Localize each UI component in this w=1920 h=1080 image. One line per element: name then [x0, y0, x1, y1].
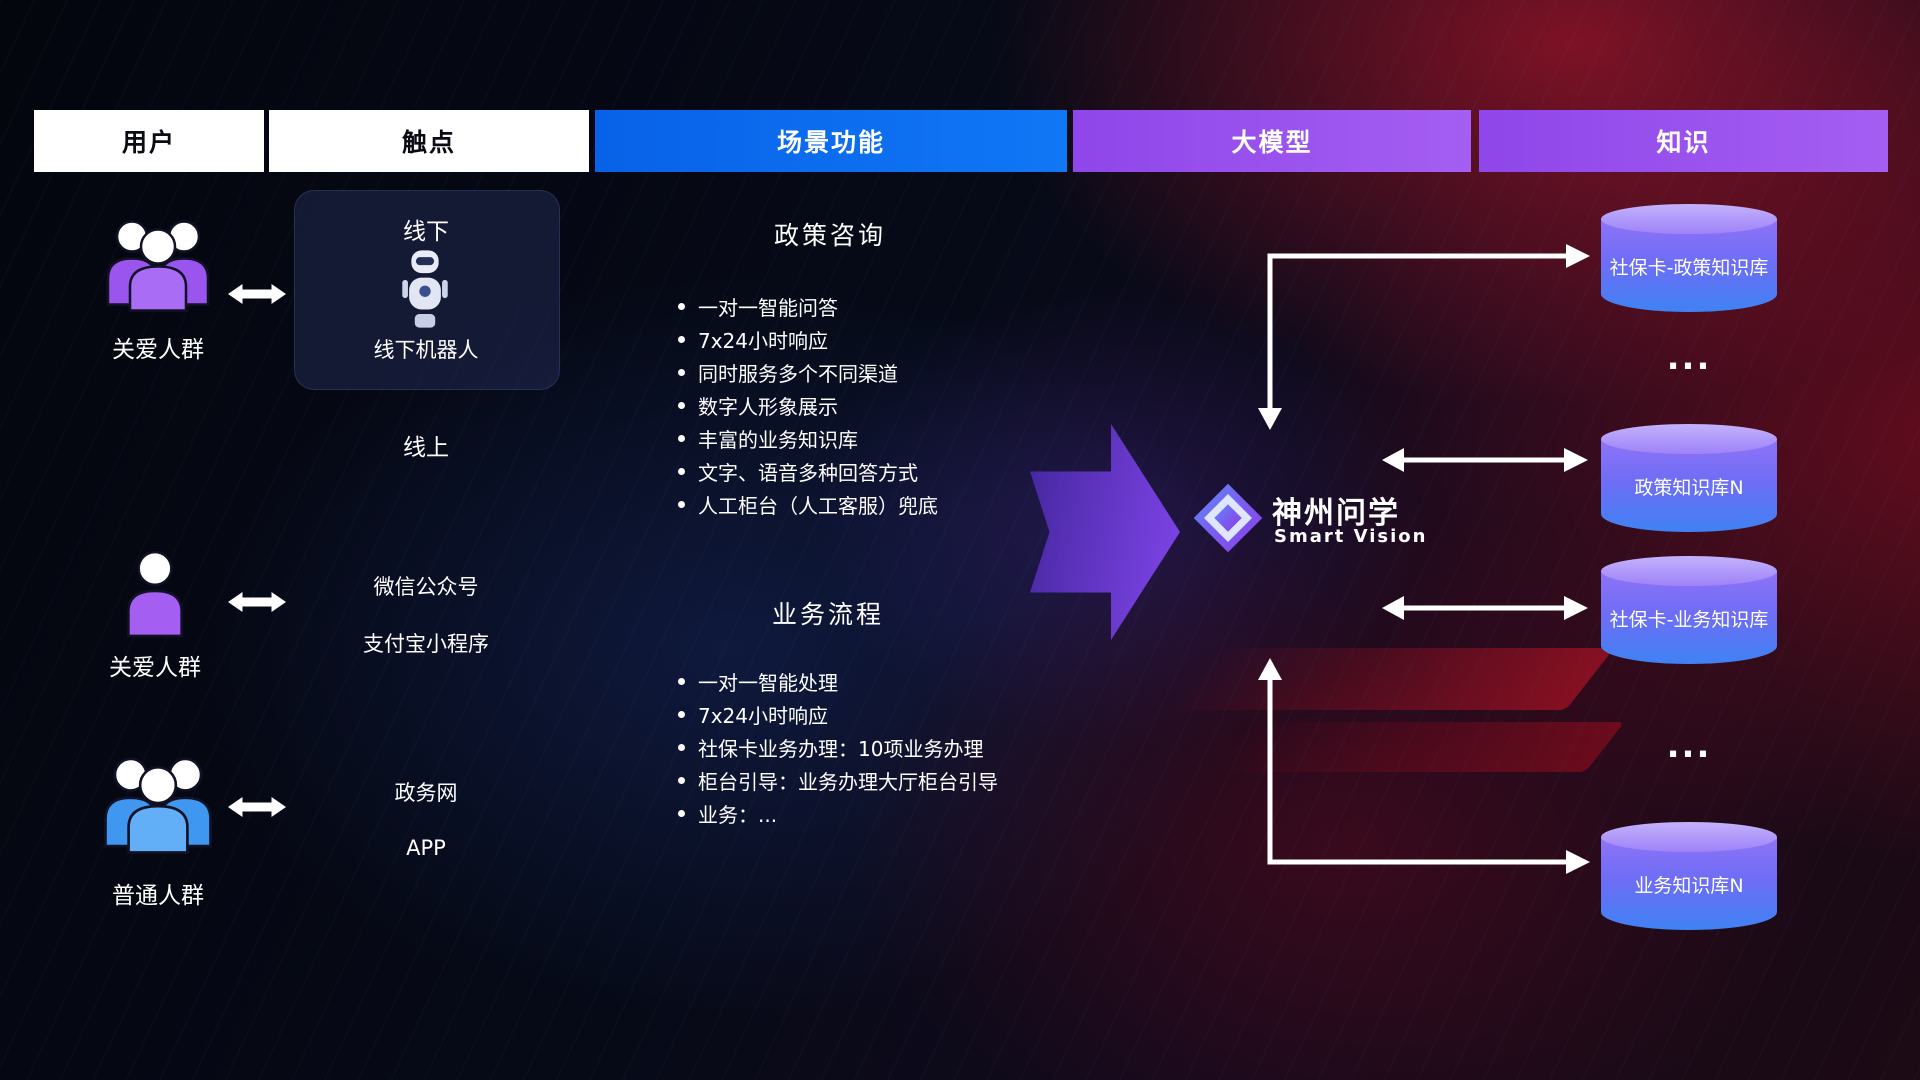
- list-item-text: 同时服务多个不同渠道: [698, 362, 898, 386]
- list-item: 文字、语音多种回答方式: [678, 455, 938, 488]
- bullet-dot: [678, 744, 685, 751]
- list-item-text: 一对一智能处理: [698, 671, 838, 695]
- double-arrow-icon: [228, 280, 286, 312]
- channel-gov-web: 政务网: [394, 781, 458, 805]
- background-red-chevron: [1215, 722, 1625, 772]
- bullet-dot: [678, 711, 685, 718]
- column-header-label: 知识: [1656, 128, 1711, 157]
- list-item: 业务：...: [678, 797, 998, 830]
- list-item-text: 人工柜台（人工客服）兜底: [698, 494, 938, 518]
- list-item: 7x24小时响应: [678, 698, 998, 731]
- people-group-purple-icon: [98, 210, 218, 315]
- smart-vision-logo-icon: [1192, 482, 1264, 558]
- list-item-text: 7x24小时响应: [698, 704, 829, 728]
- double-arrow-icon: [228, 588, 286, 620]
- list-item: 同时服务多个不同渠道: [678, 356, 938, 389]
- cylinder-top: [1601, 424, 1777, 454]
- list-item: 一对一智能处理: [678, 665, 998, 698]
- bullet-dot: [678, 435, 685, 442]
- bullet-dot: [678, 810, 685, 817]
- knowledge-db-label: 社保卡-政策知识库: [1609, 257, 1769, 280]
- column-header-label: 场景功能: [776, 128, 885, 157]
- user-group-label: 普通人群: [112, 883, 204, 909]
- knowledge-db-business-n: 业务知识库N: [1601, 822, 1777, 930]
- cylinder-top: [1601, 822, 1777, 852]
- online-title: 线上: [403, 435, 449, 461]
- user-group-label: 关爱人群: [109, 655, 201, 681]
- column-header-label: 用户: [121, 128, 176, 157]
- knowledge-db-label: 业务知识库N: [1634, 875, 1744, 898]
- channel-alipay: 支付宝小程序: [363, 632, 489, 656]
- bullet-dot: [678, 369, 685, 376]
- user-group-label: 关爱人群: [112, 337, 204, 363]
- bullet-dot: [678, 468, 685, 475]
- column-header-label: 大模型: [1231, 128, 1313, 157]
- list-item: 7x24小时响应: [678, 323, 938, 356]
- knowledge-db-business-ssc: 社保卡-业务知识库: [1601, 556, 1777, 664]
- list-item-text: 柜台引导：业务办理大厅柜台引导: [698, 770, 998, 794]
- bullet-dot: [678, 303, 685, 310]
- list-item-text: 数字人形象展示: [698, 395, 838, 419]
- policy-feature-list: 一对一智能问答 7x24小时响应 同时服务多个不同渠道 数字人形象展示 丰富的业…: [678, 290, 938, 521]
- list-item-text: 一对一智能问答: [698, 296, 838, 320]
- business-section-title: 业务流程: [771, 600, 884, 629]
- model-name: 神州问学: [1272, 496, 1400, 531]
- list-item-text: 文字、语音多种回答方式: [698, 461, 918, 485]
- double-arrow-icon: [228, 793, 286, 825]
- ellipsis-text: ...: [1666, 338, 1712, 378]
- list-item: 丰富的业务知识库: [678, 422, 938, 455]
- column-header-label: 触点: [401, 128, 456, 157]
- column-header-scenarios: 场景功能: [595, 110, 1067, 172]
- column-header-touchpoints: 触点: [269, 110, 589, 172]
- people-group-blue-icon: [95, 746, 221, 858]
- person-purple-icon: [122, 548, 188, 638]
- cylinder-body: [1601, 837, 1777, 930]
- model-subtitle: Smart Vision: [1274, 526, 1428, 547]
- list-item-text: 7x24小时响应: [698, 329, 829, 353]
- list-item-text: 丰富的业务知识库: [698, 428, 858, 452]
- channel-app: APP: [406, 836, 446, 860]
- knowledge-db-label: 社保卡-业务知识库: [1609, 609, 1769, 632]
- bullet-dot: [678, 678, 685, 685]
- bullet-dot: [678, 402, 685, 409]
- channel-wechat: 微信公众号: [373, 575, 479, 599]
- list-item-text: 社保卡业务办理：10项业务办理: [698, 737, 984, 761]
- background-red-chevron: [1165, 648, 1615, 710]
- bullet-dot: [678, 777, 685, 784]
- cylinder-body: [1601, 219, 1777, 312]
- cylinder-body: [1601, 571, 1777, 664]
- bullet-dot: [678, 501, 685, 508]
- offline-robot-label: 线下机器人: [373, 338, 479, 362]
- cylinder-body: [1601, 439, 1777, 532]
- business-feature-list: 一对一智能处理 7x24小时响应 社保卡业务办理：10项业务办理 柜台引导：业务…: [678, 665, 998, 830]
- list-item: 柜台引导：业务办理大厅柜台引导: [678, 764, 998, 797]
- knowledge-db-label: 政策知识库N: [1634, 477, 1744, 500]
- list-item: 人工柜台（人工客服）兜底: [678, 488, 938, 521]
- list-item: 社保卡业务办理：10项业务办理: [678, 731, 998, 764]
- knowledge-db-policy-ssc: 社保卡-政策知识库: [1601, 204, 1777, 312]
- column-header-knowledge: 知识: [1479, 110, 1888, 172]
- ellipsis-text: ...: [1666, 726, 1712, 766]
- bullet-dot: [678, 336, 685, 343]
- cylinder-top: [1601, 204, 1777, 234]
- list-item-text: 业务：...: [698, 803, 778, 827]
- policy-section-title: 政策咨询: [773, 221, 886, 250]
- cylinder-top: [1601, 556, 1777, 586]
- list-item: 数字人形象展示: [678, 389, 938, 422]
- column-header-users: 用户: [34, 110, 264, 172]
- robot-icon: [400, 248, 450, 334]
- knowledge-db-policy-n: 政策知识库N: [1601, 424, 1777, 532]
- list-item: 一对一智能问答: [678, 290, 938, 323]
- offline-title: 线下: [403, 219, 449, 245]
- column-header-model: 大模型: [1073, 110, 1471, 172]
